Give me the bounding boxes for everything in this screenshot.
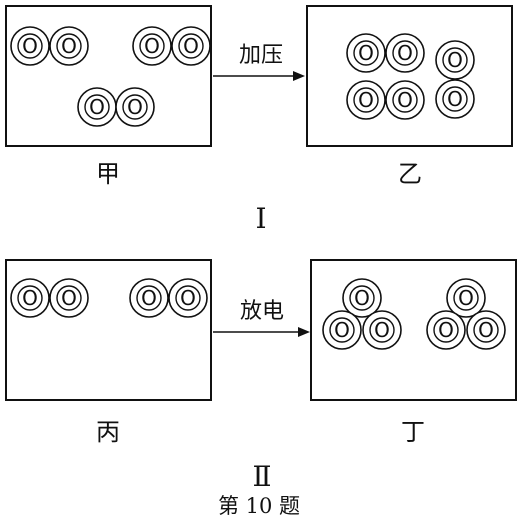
atom-inner-ring <box>56 33 82 59</box>
atom-inner-ring <box>17 285 43 311</box>
oxygen-atom: O <box>342 278 382 318</box>
atom-symbol: O <box>354 286 370 310</box>
arrow-label-pressurize: 加压 <box>239 43 283 68</box>
atom-symbol: O <box>183 34 199 58</box>
oxygen-atom: O <box>77 87 117 127</box>
atom-inner-ring <box>392 87 418 113</box>
oxygen-atom: O <box>115 87 155 127</box>
atom-inner-ring <box>369 317 395 343</box>
oxygen-atom: O <box>132 26 172 66</box>
atom-inner-ring <box>442 47 468 73</box>
label-bing: 丙 <box>96 418 120 446</box>
oxygen-atom: O <box>10 278 50 318</box>
atom-inner-ring <box>84 94 110 120</box>
atom-symbol: O <box>22 286 38 310</box>
atom-symbol: O <box>447 87 463 111</box>
box-ding <box>310 259 517 401</box>
oxygen-atom: O <box>466 310 506 350</box>
atom-symbol: O <box>127 95 143 119</box>
roman-two: Ⅱ <box>252 460 271 493</box>
atom-symbol: O <box>334 318 350 342</box>
oxygen-atom: O <box>435 40 475 80</box>
box-yi <box>306 5 513 147</box>
oxygen-atom: O <box>426 310 466 350</box>
oxygen-atom: O <box>49 278 89 318</box>
atom-symbol: O <box>89 95 105 119</box>
atom-symbol: O <box>61 286 77 310</box>
atom-inner-ring <box>178 33 204 59</box>
atom-symbol: O <box>397 41 413 65</box>
oxygen-atom: O <box>168 278 208 318</box>
atom-symbol: O <box>478 318 494 342</box>
oxygen-atom: O <box>346 33 386 73</box>
atom-symbol: O <box>141 286 157 310</box>
arrow-pressurize <box>213 71 305 81</box>
label-jia: 甲 <box>96 160 120 188</box>
oxygen-atom: O <box>322 310 362 350</box>
oxygen-atom: O <box>129 278 169 318</box>
arrow-discharge <box>213 327 310 337</box>
arrow-label-discharge: 放电 <box>240 299 284 324</box>
oxygen-atom: O <box>49 26 89 66</box>
atom-symbol: O <box>447 48 463 72</box>
atom-inner-ring <box>17 33 43 59</box>
atom-symbol: O <box>374 318 390 342</box>
label-ding: 丁 <box>401 418 425 446</box>
atom-inner-ring <box>56 285 82 311</box>
atom-symbol: O <box>144 34 160 58</box>
atom-inner-ring <box>175 285 201 311</box>
atom-symbol: O <box>397 88 413 112</box>
atom-inner-ring <box>392 40 418 66</box>
atom-symbol: O <box>458 286 474 310</box>
label-yi: 乙 <box>398 160 422 188</box>
atom-symbol: O <box>61 34 77 58</box>
atom-inner-ring <box>353 87 379 113</box>
oxygen-atom: O <box>10 26 50 66</box>
atom-inner-ring <box>139 33 165 59</box>
atom-symbol: O <box>180 286 196 310</box>
atom-inner-ring <box>349 285 375 311</box>
oxygen-atom: O <box>435 79 475 119</box>
oxygen-atom: O <box>385 80 425 120</box>
oxygen-atom: O <box>171 26 211 66</box>
oxygen-atom: O <box>346 80 386 120</box>
atom-inner-ring <box>122 94 148 120</box>
atom-symbol: O <box>358 41 374 65</box>
atom-inner-ring <box>353 40 379 66</box>
atom-symbol: O <box>22 34 38 58</box>
atom-inner-ring <box>136 285 162 311</box>
atom-symbol: O <box>358 88 374 112</box>
atom-symbol: O <box>438 318 454 342</box>
atom-inner-ring <box>473 317 499 343</box>
question-caption: 第 10 题 <box>218 494 300 518</box>
oxygen-atom: O <box>385 33 425 73</box>
atom-inner-ring <box>329 317 355 343</box>
atom-inner-ring <box>442 86 468 112</box>
oxygen-atom: O <box>362 310 402 350</box>
atom-inner-ring <box>433 317 459 343</box>
box-jia <box>5 5 212 147</box>
atom-inner-ring <box>453 285 479 311</box>
oxygen-atom: O <box>446 278 486 318</box>
box-bing <box>5 259 212 401</box>
roman-one: Ⅰ <box>255 202 266 235</box>
